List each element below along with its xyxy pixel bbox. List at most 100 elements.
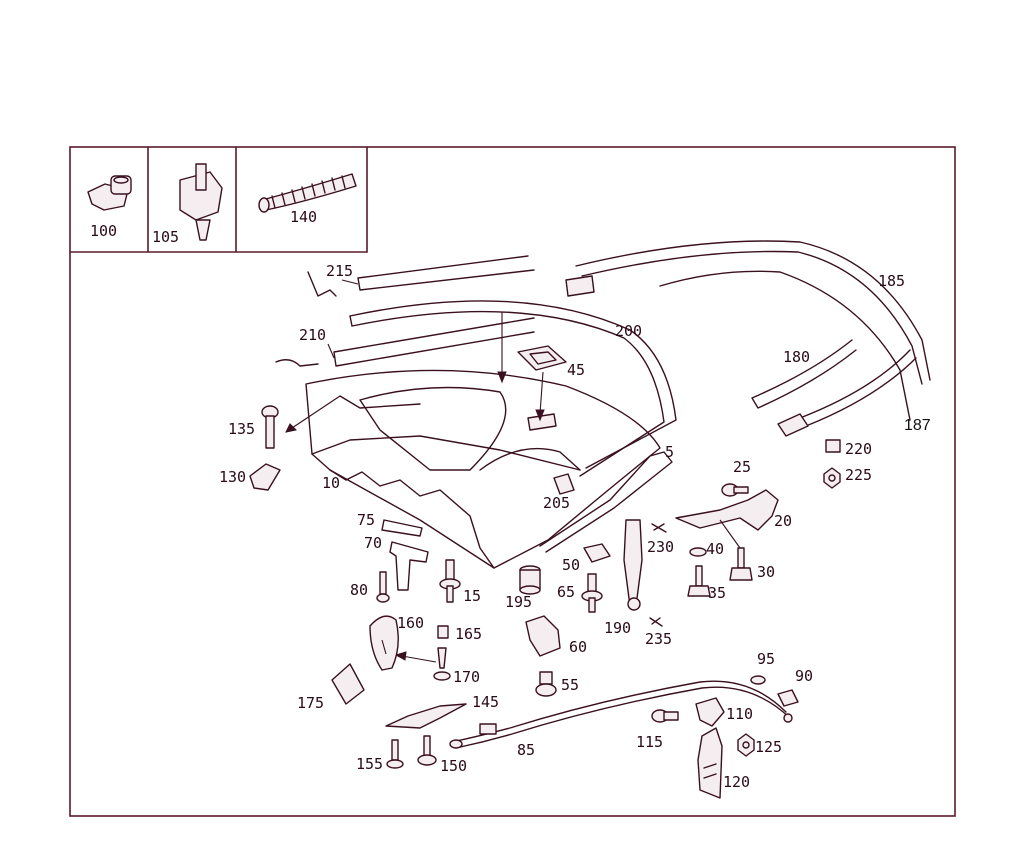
label-95: 95 bbox=[757, 650, 775, 668]
part-55-bumper bbox=[535, 671, 557, 697]
label-25: 25 bbox=[733, 458, 751, 476]
part-125-nut bbox=[737, 733, 755, 757]
part-30-bolt bbox=[729, 547, 753, 581]
part-165-nut bbox=[437, 625, 449, 639]
label-30: 30 bbox=[757, 563, 775, 581]
label-187: 187 bbox=[904, 417, 931, 434]
part-65-bolt bbox=[581, 573, 603, 613]
inset-boxes bbox=[70, 147, 368, 253]
label-10: 10 bbox=[322, 474, 340, 492]
part-160-cover bbox=[369, 615, 399, 671]
part-210-seal bbox=[275, 317, 535, 367]
part-150-bolt bbox=[417, 735, 437, 766]
label-185: 185 bbox=[878, 272, 905, 290]
label-5: 5 bbox=[665, 443, 674, 461]
part-105-push-clip bbox=[179, 163, 223, 241]
part-180-guide-rail bbox=[751, 339, 917, 437]
label-165: 165 bbox=[455, 625, 482, 643]
label-105: 105 bbox=[152, 228, 179, 246]
part-170-screw bbox=[433, 647, 451, 681]
label-120: 120 bbox=[723, 773, 750, 791]
label-15: 15 bbox=[463, 587, 481, 605]
label-90: 90 bbox=[795, 667, 813, 685]
label-235: 235 bbox=[645, 630, 672, 648]
part-215-seal bbox=[307, 255, 535, 297]
label-70: 70 bbox=[364, 534, 382, 552]
part-50-block bbox=[583, 543, 611, 563]
label-225: 225 bbox=[845, 466, 872, 484]
label-110: 110 bbox=[726, 705, 753, 723]
part-185-rail bbox=[565, 240, 931, 385]
part-45-latch-cup bbox=[517, 345, 567, 431]
part-115-bolt bbox=[651, 709, 679, 723]
part-205-clip bbox=[553, 473, 575, 495]
part-130-bracket bbox=[249, 463, 281, 491]
label-75: 75 bbox=[357, 511, 375, 529]
label-125: 125 bbox=[755, 738, 782, 756]
part-100-clip bbox=[87, 175, 132, 211]
label-40: 40 bbox=[706, 540, 724, 558]
label-115: 115 bbox=[636, 733, 663, 751]
label-210: 210 bbox=[299, 326, 326, 344]
label-170: 170 bbox=[453, 668, 480, 686]
part-90-clip bbox=[777, 689, 799, 707]
part-85-release-cable bbox=[449, 680, 793, 749]
label-55: 55 bbox=[561, 676, 579, 694]
label-215: 215 bbox=[326, 262, 353, 280]
label-135: 135 bbox=[228, 420, 255, 438]
part-120-latch bbox=[697, 727, 723, 799]
part-15-bolt bbox=[439, 559, 461, 603]
label-145: 145 bbox=[472, 693, 499, 711]
part-40-washer bbox=[689, 547, 707, 557]
part-190-gas-strut bbox=[623, 519, 643, 611]
label-60: 60 bbox=[569, 638, 587, 656]
part-70-bracket bbox=[389, 541, 429, 591]
part-5-lid-edge bbox=[539, 451, 673, 553]
part-35-bolt bbox=[687, 565, 711, 597]
part-75-plate bbox=[381, 519, 423, 537]
part-230-spring bbox=[651, 523, 667, 533]
part-110-lock bbox=[695, 697, 725, 727]
part-60-bracket bbox=[525, 615, 561, 657]
part-labels: 215 210 200 185 187 180 45 5 135 130 10 … bbox=[219, 262, 931, 791]
label-20: 20 bbox=[774, 512, 792, 530]
label-85: 85 bbox=[517, 741, 535, 759]
part-220-nut bbox=[825, 439, 841, 453]
part-200-soft-top-frame bbox=[349, 300, 677, 477]
label-155: 155 bbox=[356, 755, 383, 773]
label-50: 50 bbox=[562, 556, 580, 574]
label-160: 160 bbox=[397, 614, 424, 632]
label-190: 190 bbox=[604, 619, 631, 637]
label-230: 230 bbox=[647, 538, 674, 556]
part-135-bolt bbox=[261, 405, 279, 449]
label-220: 220 bbox=[845, 440, 872, 458]
part-195-bumper bbox=[519, 565, 541, 595]
part-10-storage-tray bbox=[305, 369, 661, 569]
label-195: 195 bbox=[505, 593, 532, 611]
label-180: 180 bbox=[783, 348, 810, 366]
label-200: 200 bbox=[615, 322, 642, 340]
label-130: 130 bbox=[219, 468, 246, 486]
label-205: 205 bbox=[543, 494, 570, 512]
part-225-nut bbox=[823, 467, 841, 489]
part-80-bolt bbox=[376, 571, 390, 603]
diagram-frame bbox=[69, 146, 956, 817]
leader-lines bbox=[327, 279, 741, 655]
label-140: 140 bbox=[290, 208, 317, 226]
label-100: 100 bbox=[90, 222, 117, 240]
part-25-pivot-bolt bbox=[721, 483, 749, 497]
inset-labels: 100 105 140 bbox=[90, 208, 317, 246]
part-187-rod bbox=[659, 270, 911, 421]
part-145-bracket bbox=[385, 703, 467, 729]
label-150: 150 bbox=[440, 757, 467, 775]
label-65: 65 bbox=[557, 583, 575, 601]
label-175: 175 bbox=[297, 694, 324, 712]
part-20-hinge bbox=[675, 489, 779, 531]
callout-arrows bbox=[285, 312, 545, 663]
part-95-washer bbox=[750, 675, 766, 685]
part-235-spring bbox=[649, 617, 663, 627]
part-140-corrugated-hose bbox=[258, 173, 357, 213]
label-45: 45 bbox=[567, 361, 585, 379]
part-175-cover bbox=[331, 663, 365, 705]
label-35: 35 bbox=[708, 584, 726, 602]
